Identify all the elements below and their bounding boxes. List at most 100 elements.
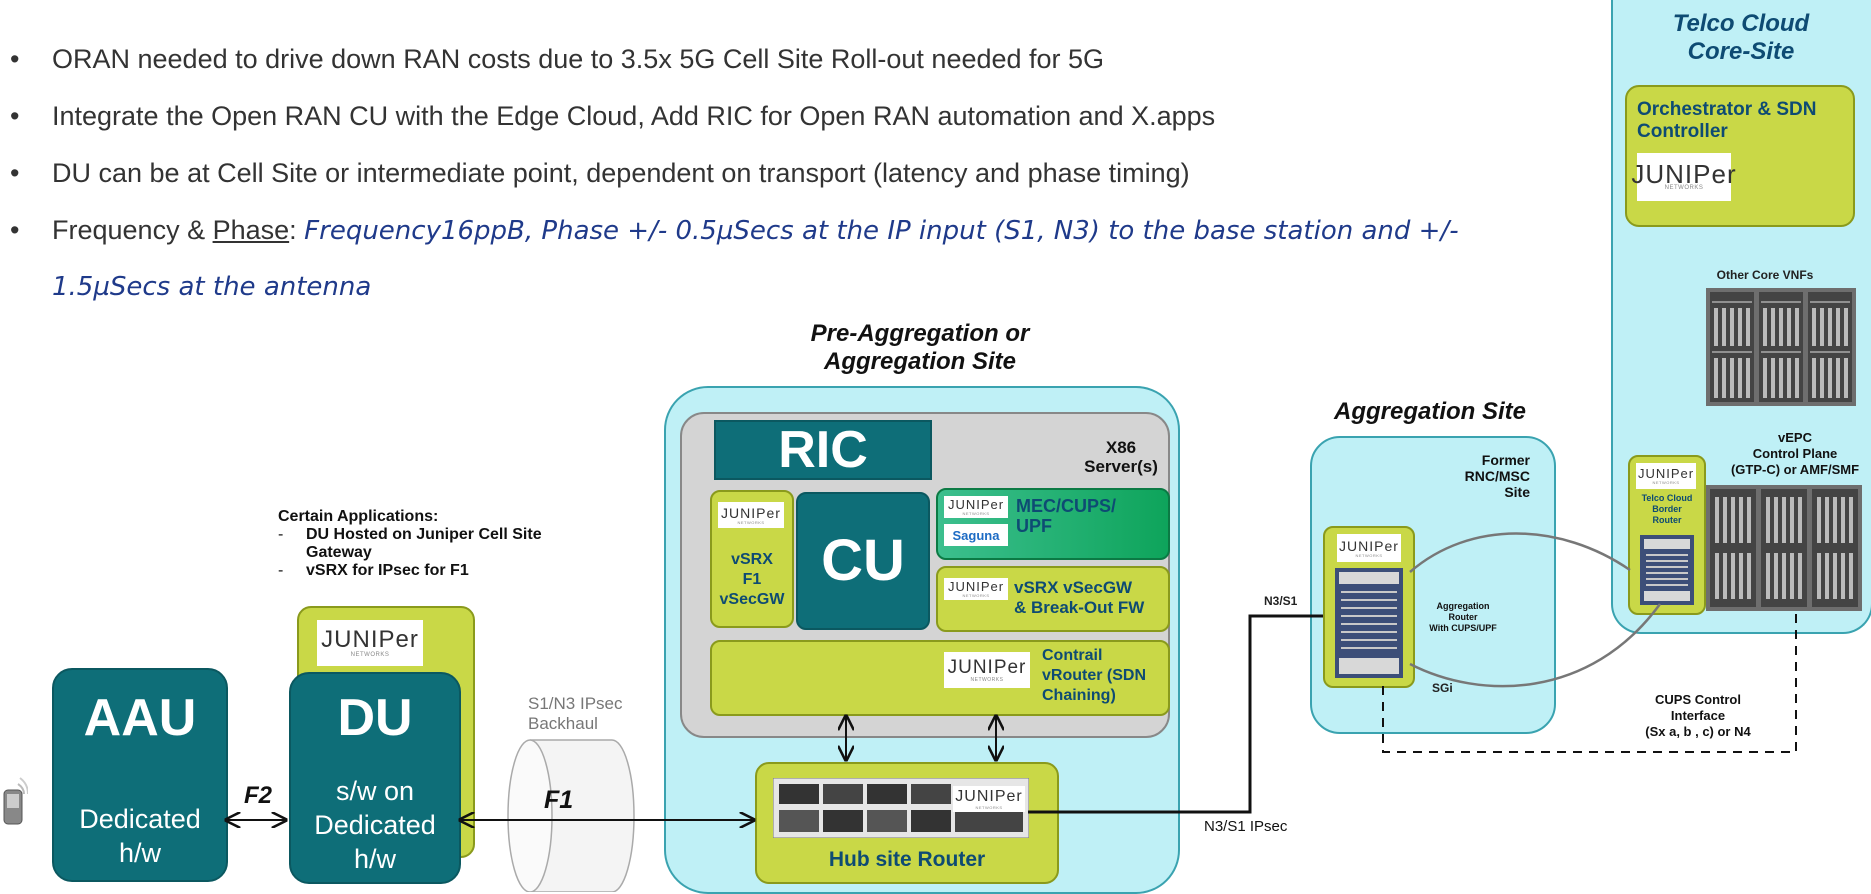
bullet-glyph: • <box>10 44 20 74</box>
sgi-label: SGi <box>1432 681 1453 695</box>
vsrx-f1-label: vSRX F1 vSecGW <box>712 550 792 610</box>
juniper-logo-mark: JUNIPer <box>721 504 781 521</box>
vepc-servers <box>1706 485 1862 611</box>
agg-site-title: Aggregation Site <box>1333 398 1526 425</box>
pre-agg-title-line2: Aggregation Site <box>823 348 1016 375</box>
apps-item1-line1: DU Hosted on Juniper Cell Site <box>306 526 542 543</box>
router-chassis-icon <box>1640 535 1694 605</box>
orchestrator-label: Orchestrator & SDN Controller <box>1637 99 1817 143</box>
vsecgw-line2: & Break-Out FW <box>1014 598 1145 617</box>
apps-item: - vSRX for IPsec for F1 <box>278 562 638 580</box>
contrail-line3: Chaining) <box>1042 687 1116 704</box>
apps-title: Certain Applications: <box>278 508 439 525</box>
vepc-line2: Control Plane <box>1752 446 1838 461</box>
other-vnfs-servers <box>1706 288 1856 406</box>
bullet-prefix: Frequency & <box>52 215 213 245</box>
juniper-logo: JUNIPer NETWORKS <box>1636 463 1696 489</box>
contrail-label: Contrail vRouter (SDN Chaining) <box>1042 646 1146 706</box>
juniper-logo-mark: JUNIPer <box>1339 537 1399 554</box>
cups-control-link <box>1382 612 1797 753</box>
cups-label: CUPS Control Interface (Sx a, b , c) or … <box>1618 692 1778 740</box>
x86-line1: X86 <box>1105 438 1137 457</box>
juniper-logo-sub: NETWORKS <box>350 652 390 658</box>
agg-router-line2: Router <box>1448 612 1478 622</box>
server-rack-icon <box>1706 288 1856 406</box>
border-router-line3: Router <box>1652 515 1682 525</box>
phase-underlined: Phase <box>212 215 290 245</box>
core-site-title: Telco Cloud Core-Site <box>1611 10 1871 66</box>
vepc-line3: (GTP-C) or AMF/SMF <box>1730 462 1860 477</box>
mec-label: MEC/CUPS/ UPF <box>1016 496 1116 536</box>
backhaul-label: S1/N3 IPsec Backhaul <box>528 694 623 734</box>
juniper-logo: JUNIPer NETWORKS <box>944 496 1008 518</box>
du-line3: h/w <box>353 844 397 874</box>
core-site-title-line2: Core-Site <box>1687 38 1795 65</box>
apps-dash: - <box>278 562 284 579</box>
contrail-line1: Contrail <box>1042 647 1103 664</box>
bullet-text: ORAN needed to drive down RAN costs due … <box>52 44 1105 74</box>
timing-spec-line1: Frequency16ppB, Phase +/- 0.5µSecs at th… <box>304 216 1459 246</box>
orchestrator-line2: Controller <box>1637 121 1728 142</box>
apps-note: Certain Applications: - DU Hosted on Juni… <box>278 508 638 580</box>
cu-box: CU <box>796 492 930 630</box>
aau-title: AAU <box>83 689 197 747</box>
juniper-logo-sub: NETWORKS <box>1664 185 1704 191</box>
mec-box: JUNIPer NETWORKS Saguna MEC/CUPS/ UPF <box>936 488 1170 560</box>
mec-line2: UPF <box>1016 516 1052 536</box>
juniper-logo-mark: JUNIPer <box>947 656 1027 678</box>
bullet-glyph: • <box>10 101 20 131</box>
du-desc: s/w on Dedicated h/w <box>291 774 459 876</box>
vsecgw-box: JUNIPer NETWORKS vSRX vSecGW & Break-Out… <box>936 566 1170 632</box>
router-chassis-icon <box>1335 568 1403 678</box>
du-line1: s/w on <box>335 776 415 806</box>
juniper-logo: JUNIPer NETWORKS <box>944 578 1008 600</box>
juniper-logo-mark: JUNIPer <box>321 626 419 653</box>
juniper-logo-sub: NETWORKS <box>962 593 990 598</box>
vsrx-f1-box: JUNIPer NETWORKS vSRX F1 vSecGW <box>710 490 794 628</box>
vepc-line1: vEPC <box>1778 430 1812 445</box>
f1-label: F1 <box>544 786 574 814</box>
hub-router-box: JUNIPer NETWORKS Hub site Router <box>755 762 1059 884</box>
n3s1-ipsec-label: N3/S1 IPsec <box>1204 818 1288 835</box>
aau-box: AAU Dedicated h/w <box>52 668 228 882</box>
juniper-logo: JUNIPer NETWORKS <box>1337 534 1401 562</box>
bullet-text: DU can be at Cell Site or intermediate p… <box>52 158 1190 188</box>
agg-router-line3: With CUPS/UPF <box>1429 623 1497 633</box>
backhaul-line1: S1/N3 IPsec <box>528 694 623 713</box>
border-router-box: JUNIPer NETWORKS Telco Cloud Border Rout… <box>1628 455 1706 615</box>
juniper-logo-sub: NETWORKS <box>970 676 1004 683</box>
juniper-logo: JUNIPer NETWORKS <box>317 620 423 666</box>
juniper-logo-mark: JUNIPer <box>1631 159 1737 189</box>
apps-item2: vSRX for IPsec for F1 <box>306 562 469 579</box>
contrail-box: JUNIPer NETWORKS Contrail vRouter (SDN C… <box>710 640 1170 716</box>
du-title: DU <box>337 689 413 747</box>
agg-router-label: Aggregation Router With CUPS/UPF <box>1418 601 1508 634</box>
pre-agg-title-line1: Pre-Aggregation or <box>810 320 1030 347</box>
core-site-title-line1: Telco Cloud <box>1672 10 1810 37</box>
backhaul-line2: Backhaul <box>528 714 598 733</box>
vsrx-line1: vSRX <box>731 551 773 568</box>
aau-line1: Dedicated <box>79 804 201 834</box>
mec-line1: MEC/CUPS/ <box>1016 496 1117 516</box>
vsecgw-line1: vSRX vSecGW <box>1014 578 1133 597</box>
juniper-logo-sub: NETWORKS <box>737 519 765 525</box>
bullet-colon: : <box>289 215 297 245</box>
vepc-label: vEPC Control Plane (GTP-C) or AMF/SMF <box>1720 430 1870 478</box>
cups-line1: CUPS Control <box>1655 692 1741 707</box>
orchestrator-box: Orchestrator & SDN Controller JUNIPer NE… <box>1625 85 1855 227</box>
aau-line2: h/w <box>118 838 162 868</box>
aau-desc: Dedicated h/w <box>54 802 226 870</box>
juniper-logo: JUNIPer NETWORKS <box>944 652 1030 688</box>
cups-line2: Interface <box>1670 708 1726 723</box>
core-uplink-ring <box>1409 532 1662 688</box>
bullet-text: Integrate the Open RAN CU with the Edge … <box>52 101 1216 131</box>
juniper-logo-mark: JUNIPer <box>947 579 1005 594</box>
juniper-logo-sub: NETWORKS <box>1652 480 1680 485</box>
apps-dash: - <box>278 526 284 543</box>
du-box: DU s/w on Dedicated h/w <box>289 672 461 884</box>
former-line3: Site <box>1504 484 1530 500</box>
mobile-phone-icon <box>2 766 29 828</box>
other-vnfs-label: Other Core VNFs <box>1716 268 1814 282</box>
n3s1-ipsec-link <box>1028 614 1323 814</box>
agg-router-box: JUNIPer NETWORKS <box>1323 526 1415 688</box>
